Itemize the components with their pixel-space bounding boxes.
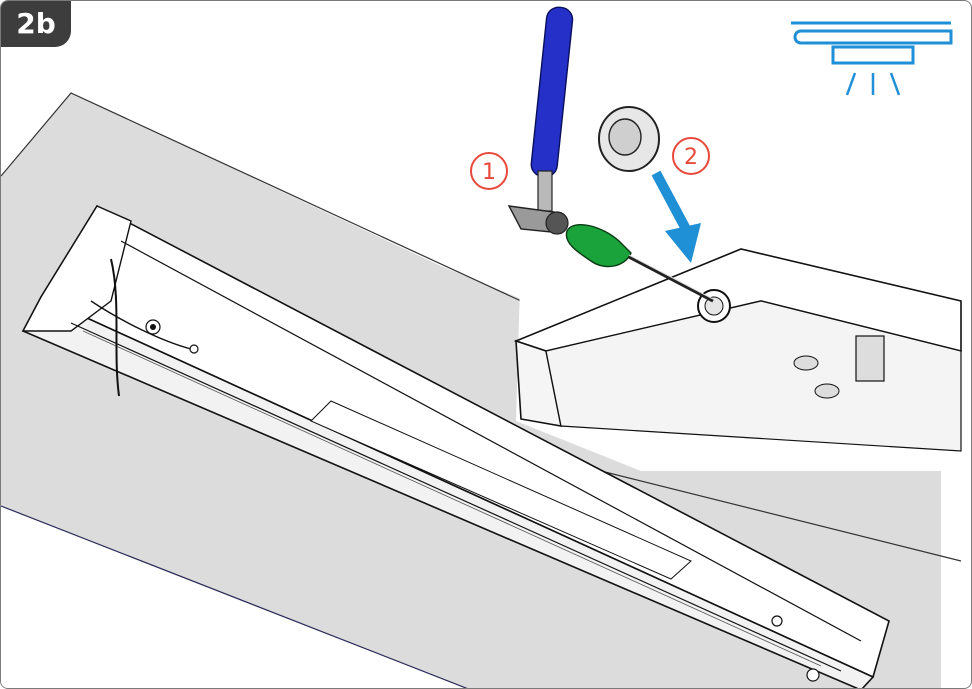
inset-grommet-2 <box>814 383 840 399</box>
ceiling-right-edge <box>600 470 962 562</box>
callout-2-number: 2 <box>684 145 698 170</box>
screwdriver-blade <box>628 255 714 303</box>
step-badge: 2b <box>1 1 71 47</box>
housing-inner-rail-3 <box>82 330 822 667</box>
ceiling-mounted-light-icon <box>791 21 953 96</box>
callout-1: 1 <box>470 152 508 190</box>
callout-2: 2 <box>672 137 710 175</box>
detail-inset <box>513 248 962 471</box>
hammer-handle <box>530 6 574 178</box>
hammer-face <box>545 211 569 235</box>
knockout-plug <box>598 106 660 172</box>
ground-terminal <box>189 344 199 354</box>
luminaire-housing <box>21 204 890 688</box>
end-connector-1 <box>771 615 783 627</box>
arrow-head <box>665 223 701 263</box>
insertion-arrow <box>651 170 701 263</box>
screwdriver-blade-shine <box>628 254 714 300</box>
screwdriver-handle <box>565 224 632 268</box>
screwdriver-tool <box>565 224 714 303</box>
housing-cover-plate <box>310 400 692 580</box>
inset-grommet-1 <box>793 355 819 371</box>
ground-wire <box>90 300 192 350</box>
hammer-tool <box>507 6 574 235</box>
end-connector-2 <box>806 668 820 682</box>
housing-inner-rail-1 <box>120 240 862 642</box>
arrow-shaft <box>651 170 692 234</box>
ceiling-edge-line <box>1 505 468 688</box>
housing-grommet-inner <box>150 324 156 330</box>
inset-terminal-block <box>855 335 885 382</box>
hammer-shaft <box>537 170 553 212</box>
supply-cable <box>110 258 120 397</box>
ceiling-top-edge <box>1 92 522 302</box>
housing-inner-rail-2 <box>70 322 842 672</box>
inset-knockout-hole-inner <box>704 296 724 316</box>
knockout-inner <box>608 118 642 156</box>
callout-1-number: 1 <box>482 160 496 185</box>
housing-end-face <box>21 205 132 332</box>
